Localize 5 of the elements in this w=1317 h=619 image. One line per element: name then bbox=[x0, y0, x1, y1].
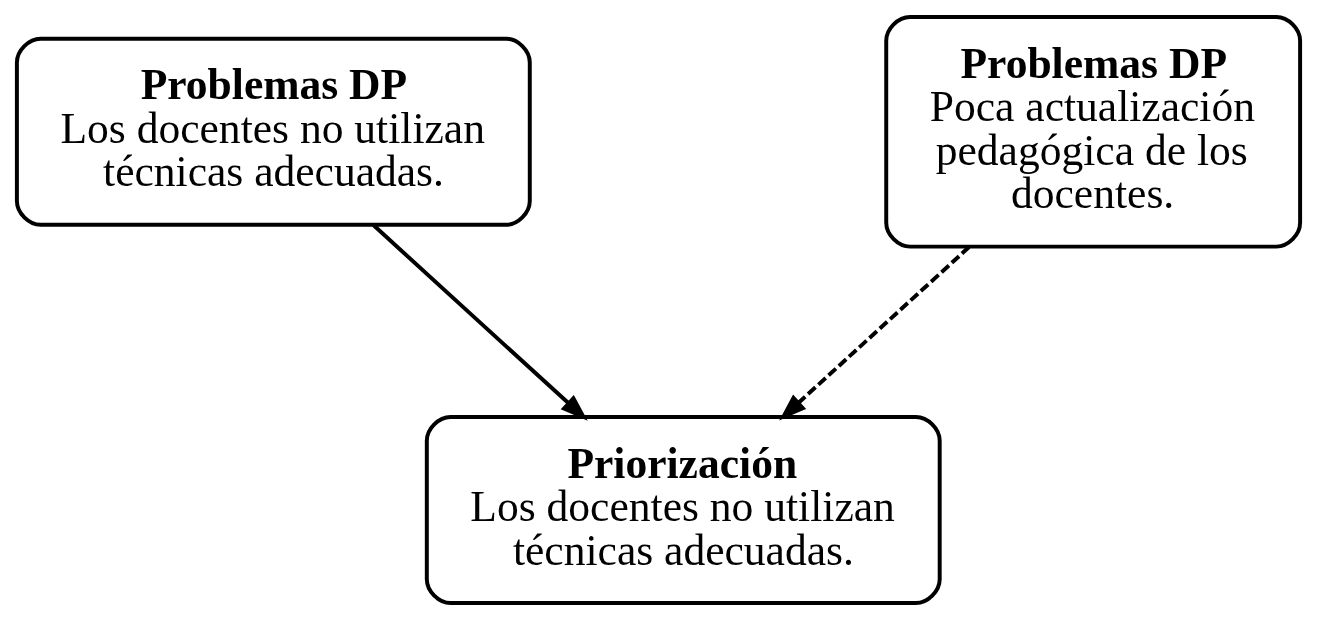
arrow bbox=[779, 245, 971, 420]
arrow bbox=[372, 223, 588, 421]
node-box: Priorización Los docentes no utilizan técnicas adecuadas. bbox=[424, 414, 942, 605]
node-box: Problemas DP Poca actualización pedagógica de los docentes. bbox=[884, 14, 1303, 249]
node-box: Problemas DP Los docentes no utilizan técnicas adecuadas. bbox=[14, 36, 532, 227]
